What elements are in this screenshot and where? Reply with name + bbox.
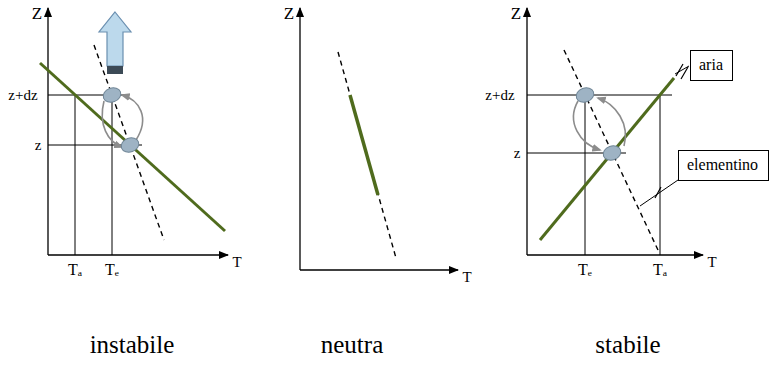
box-label: elementino bbox=[687, 156, 760, 174]
temperature-drop-line bbox=[585, 102, 586, 255]
z-axis bbox=[526, 8, 527, 255]
t-axis bbox=[300, 269, 458, 270]
level-line bbox=[527, 95, 672, 96]
temperature-label: Tₐ bbox=[68, 261, 82, 279]
level-label: z bbox=[35, 137, 42, 154]
neutral-panel bbox=[300, 8, 458, 270]
swirl-arrow bbox=[598, 98, 625, 146]
z-axis bbox=[47, 8, 48, 255]
unstable-panel bbox=[40, 8, 228, 255]
air-parcel bbox=[101, 85, 123, 104]
axis-label: T bbox=[232, 254, 241, 271]
legend-box: aria bbox=[690, 50, 733, 81]
temperature-drop-line bbox=[75, 95, 76, 255]
panel-caption: stabile bbox=[595, 331, 660, 359]
level-label: z bbox=[514, 145, 521, 162]
axis-label: T bbox=[462, 269, 471, 286]
swirl-arrow bbox=[122, 95, 143, 140]
panel-caption: neutra bbox=[321, 331, 383, 359]
axis-label: Z bbox=[511, 5, 521, 24]
rising-arrow-base bbox=[107, 66, 123, 74]
swirl-arrow bbox=[574, 101, 600, 150]
temperature-label: Tₑ bbox=[578, 261, 592, 279]
axis-label: Z bbox=[284, 5, 294, 24]
adiabat-line bbox=[338, 52, 396, 258]
panel-caption: instabile bbox=[90, 331, 175, 359]
temperature-drop-line bbox=[112, 102, 113, 255]
environment-profile bbox=[40, 63, 225, 231]
air-parcel bbox=[119, 135, 141, 154]
temperature-label: Tₑ bbox=[105, 261, 119, 279]
temperature-drop-line bbox=[660, 95, 661, 255]
temperature-label: Tₐ bbox=[653, 261, 667, 279]
environment-profile bbox=[350, 95, 378, 195]
leader-line bbox=[640, 180, 678, 206]
adiabat-line bbox=[564, 50, 658, 250]
level-label: z+dz bbox=[485, 87, 514, 104]
environment-profile bbox=[540, 78, 674, 240]
break-mark bbox=[655, 187, 661, 198]
swirl-arrow bbox=[102, 101, 122, 147]
t-axis bbox=[527, 254, 703, 255]
adiabat-line bbox=[94, 45, 164, 240]
legend-box: elementino bbox=[678, 150, 769, 181]
air-parcel bbox=[574, 85, 596, 104]
axis-label: Z bbox=[32, 5, 42, 24]
break-mark bbox=[676, 64, 688, 79]
air-parcel bbox=[601, 143, 623, 162]
rising-arrow bbox=[99, 12, 131, 66]
axis-label: T bbox=[707, 254, 716, 271]
z-axis bbox=[299, 8, 300, 270]
stable-panel bbox=[527, 8, 703, 255]
box-label: aria bbox=[699, 56, 724, 74]
level-label: z+dz bbox=[8, 87, 37, 104]
